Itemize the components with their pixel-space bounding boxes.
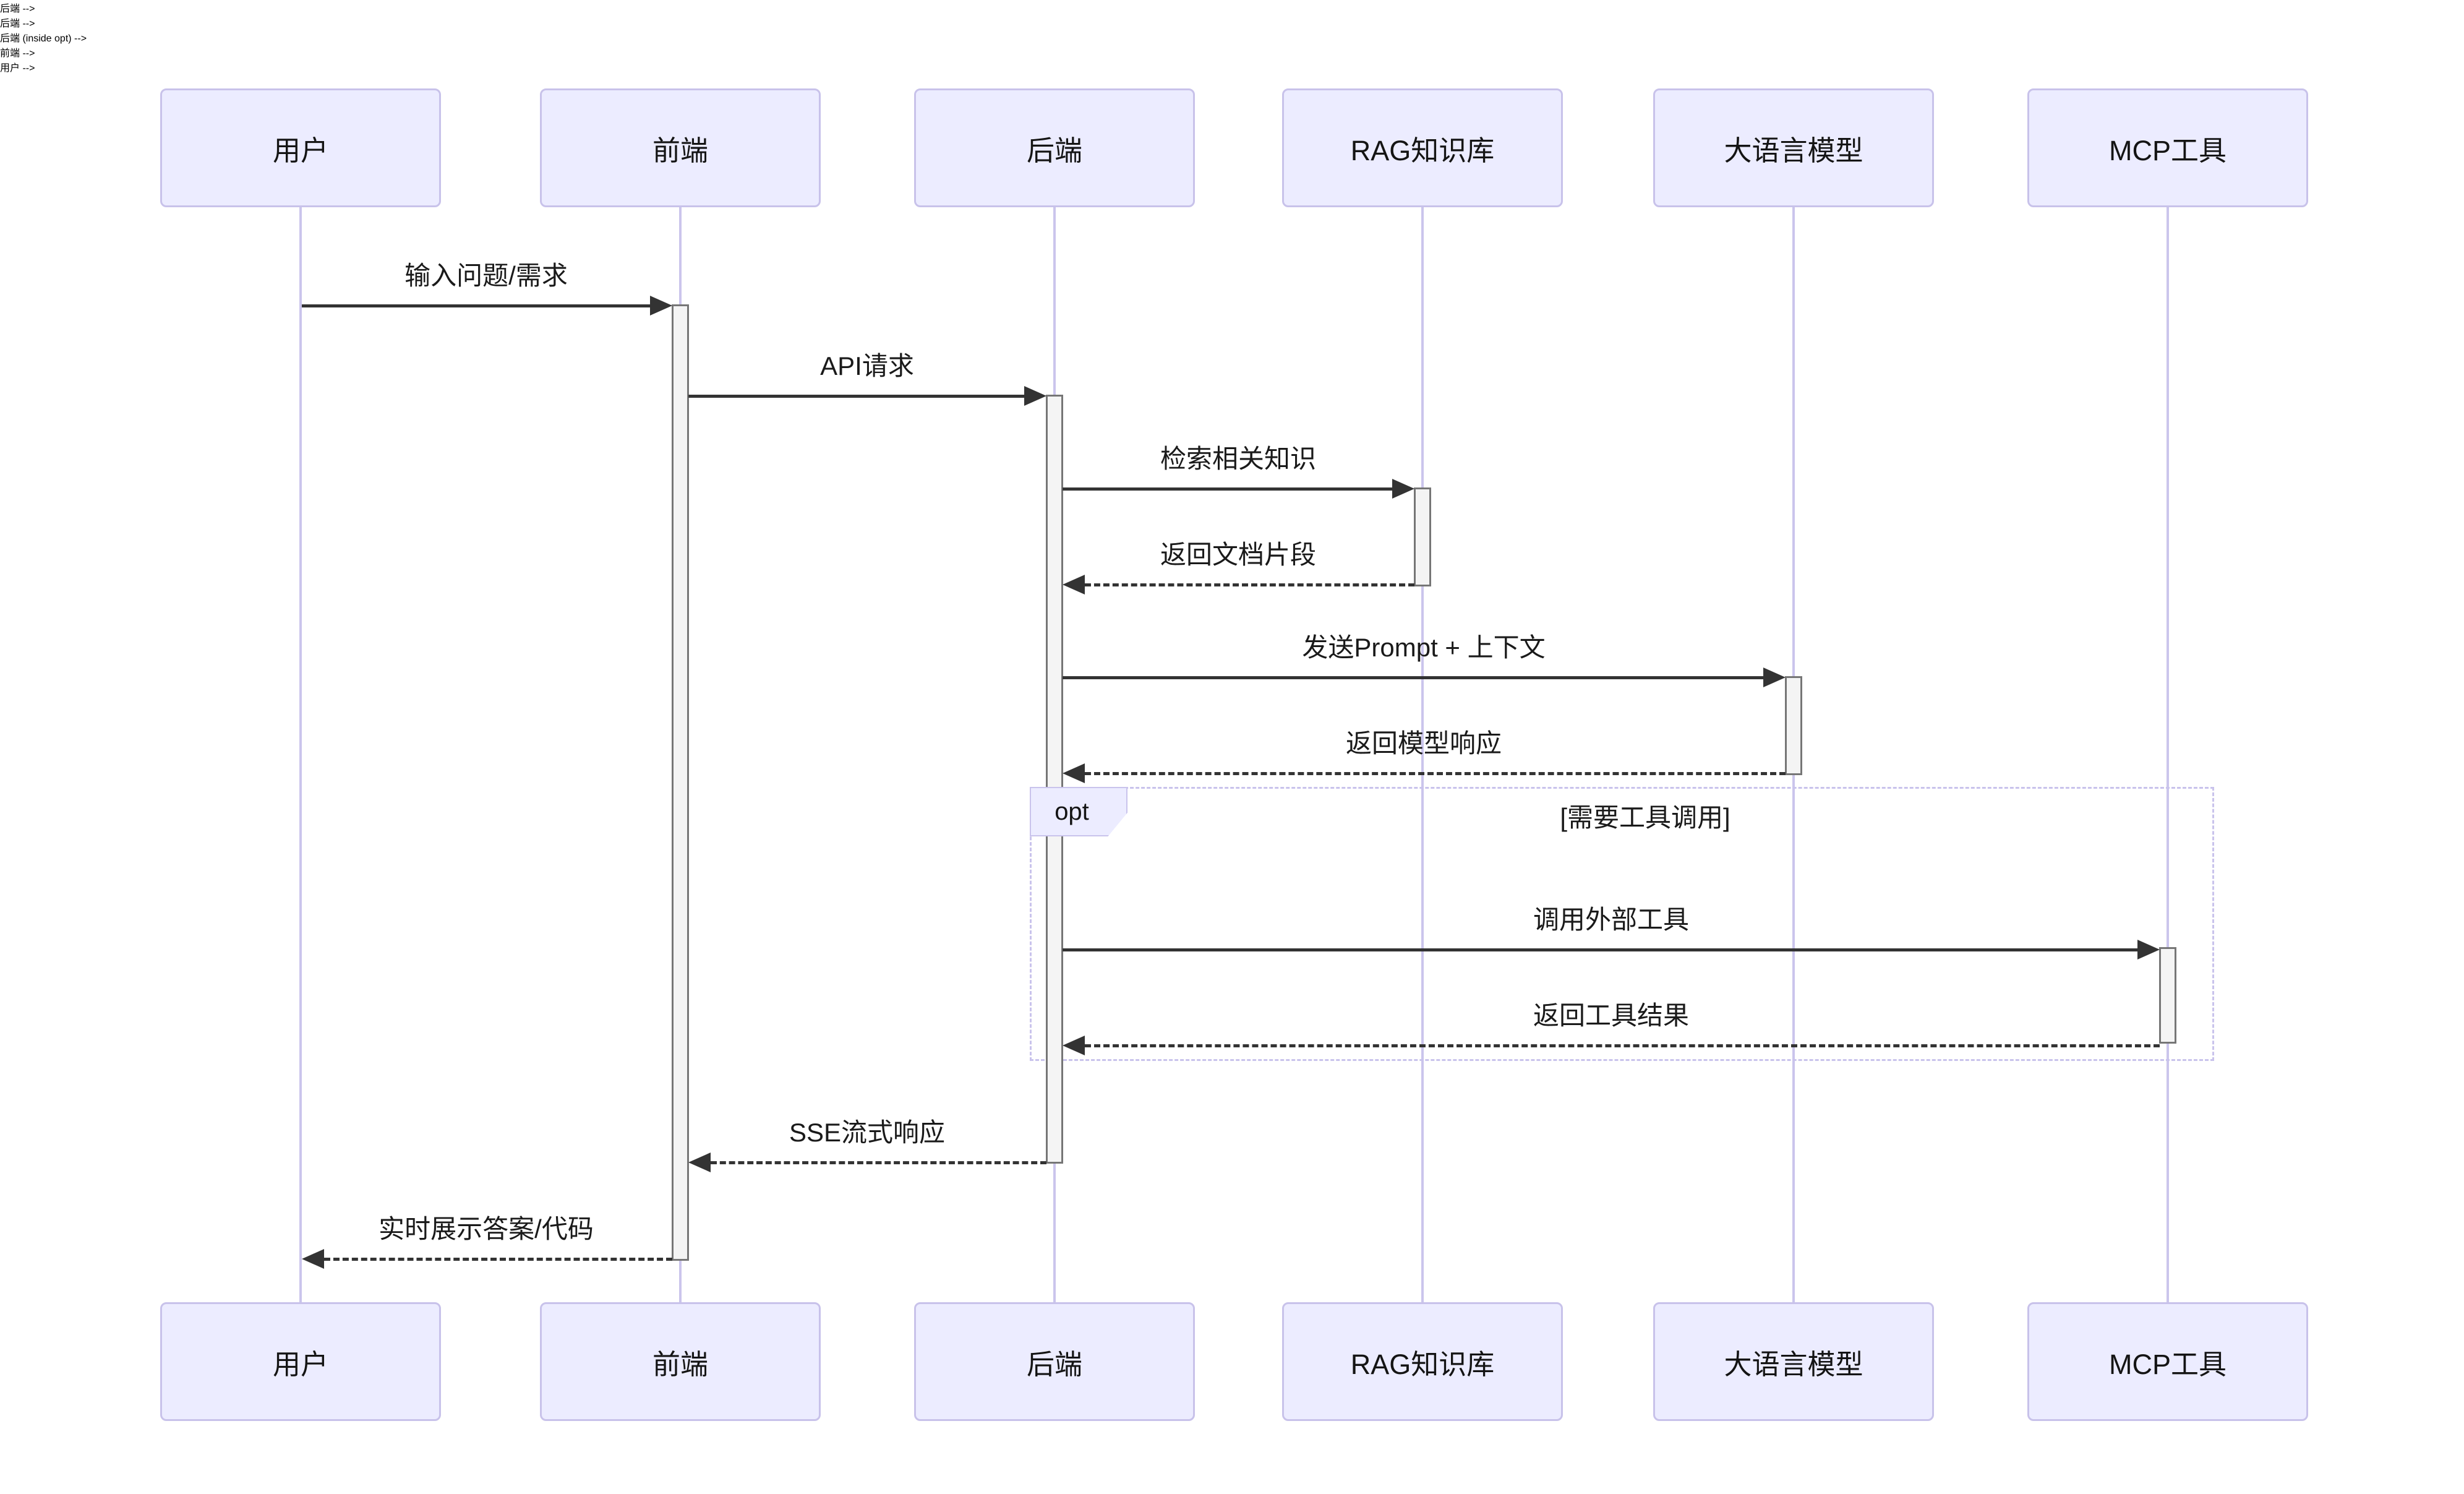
actor-bottom-mcp: MCP工具	[2027, 1302, 2308, 1421]
arrowhead-right-icon	[650, 296, 672, 316]
actor-label: MCP工具	[2109, 134, 2227, 166]
opt-fragment-tab: opt	[1030, 787, 1127, 836]
actor-label: 后端	[1026, 134, 1082, 166]
arrowhead-right-icon	[1763, 668, 1786, 687]
activation-llm	[1785, 676, 1802, 775]
message-label: 返回模型响应	[1345, 729, 1502, 758]
arrowhead-left-icon	[302, 1249, 324, 1269]
message-label: API请求	[820, 351, 914, 380]
actor-label: 前端	[652, 1348, 708, 1380]
message-label: 返回工具结果	[1533, 1001, 1690, 1030]
actor-top-user: 用户	[160, 88, 441, 207]
message-label: 调用外部工具	[1533, 905, 1690, 934]
message-line	[302, 304, 650, 307]
arrowhead-left-icon	[688, 1153, 711, 1172]
arrowhead-right-icon	[1392, 479, 1414, 499]
activation-frontend	[672, 304, 689, 1261]
opt-fragment-label: opt	[1054, 797, 1089, 825]
actor-bottom-llm: 大语言模型	[1653, 1302, 1934, 1421]
actor-label: RAG知识库	[1350, 1348, 1495, 1380]
actor-label: 后端	[1026, 1348, 1082, 1380]
message-line	[1085, 1044, 2160, 1047]
message-line	[1085, 583, 1414, 586]
actor-top-frontend: 前端	[540, 88, 821, 207]
arrowhead-left-icon	[1063, 575, 1085, 595]
actor-top-backend: 后端	[914, 88, 1195, 207]
actor-bottom-backend: 后端	[914, 1302, 1195, 1421]
message-label: 发送Prompt + 上下文	[1302, 633, 1546, 662]
message-label: 检索相关知识	[1160, 444, 1317, 473]
activation-rag	[1414, 487, 1431, 586]
arrowhead-right-icon	[2137, 940, 2160, 960]
message-line	[1063, 676, 1763, 679]
opt-fragment-frame	[1030, 787, 2214, 1061]
actor-label: 大语言模型	[1724, 134, 1863, 166]
actor-bottom-rag: RAG知识库	[1282, 1302, 1563, 1421]
message-line	[711, 1161, 1046, 1164]
actor-top-rag: RAG知识库	[1282, 88, 1563, 207]
message-label: SSE流式响应	[789, 1118, 946, 1147]
opt-fragment-condition: [需要工具调用]	[1560, 803, 1730, 832]
actor-label: RAG知识库	[1350, 134, 1495, 166]
actor-label: MCP工具	[2109, 1348, 2227, 1380]
message-line	[324, 1258, 672, 1261]
arrowhead-left-icon	[1063, 763, 1085, 783]
actor-bottom-frontend: 前端	[540, 1302, 821, 1421]
lifeline-mcp	[2167, 207, 2169, 1302]
activation-mcp	[2159, 947, 2176, 1044]
arrowhead-left-icon	[1063, 1036, 1085, 1055]
message-line	[1085, 772, 1786, 775]
actor-label: 前端	[652, 134, 708, 166]
actor-top-llm: 大语言模型	[1653, 88, 1934, 207]
actor-top-mcp: MCP工具	[2027, 88, 2308, 207]
message-label: 输入问题/需求	[404, 261, 568, 290]
actor-label: 用户	[272, 1348, 328, 1380]
message-label: 实时展示答案/代码	[379, 1214, 594, 1243]
actor-bottom-user: 用户	[160, 1302, 441, 1421]
actor-label: 用户	[272, 134, 328, 166]
activation-backend	[1046, 395, 1063, 1164]
message-line	[1063, 487, 1392, 491]
message-label: 返回文档片段	[1160, 540, 1317, 569]
arrowhead-right-icon	[1024, 386, 1046, 406]
message-line	[1063, 948, 2137, 951]
message-line	[688, 395, 1024, 398]
lifeline-rag	[1421, 207, 1424, 1302]
lifeline-user	[299, 207, 302, 1302]
actor-label: 大语言模型	[1724, 1348, 1863, 1380]
